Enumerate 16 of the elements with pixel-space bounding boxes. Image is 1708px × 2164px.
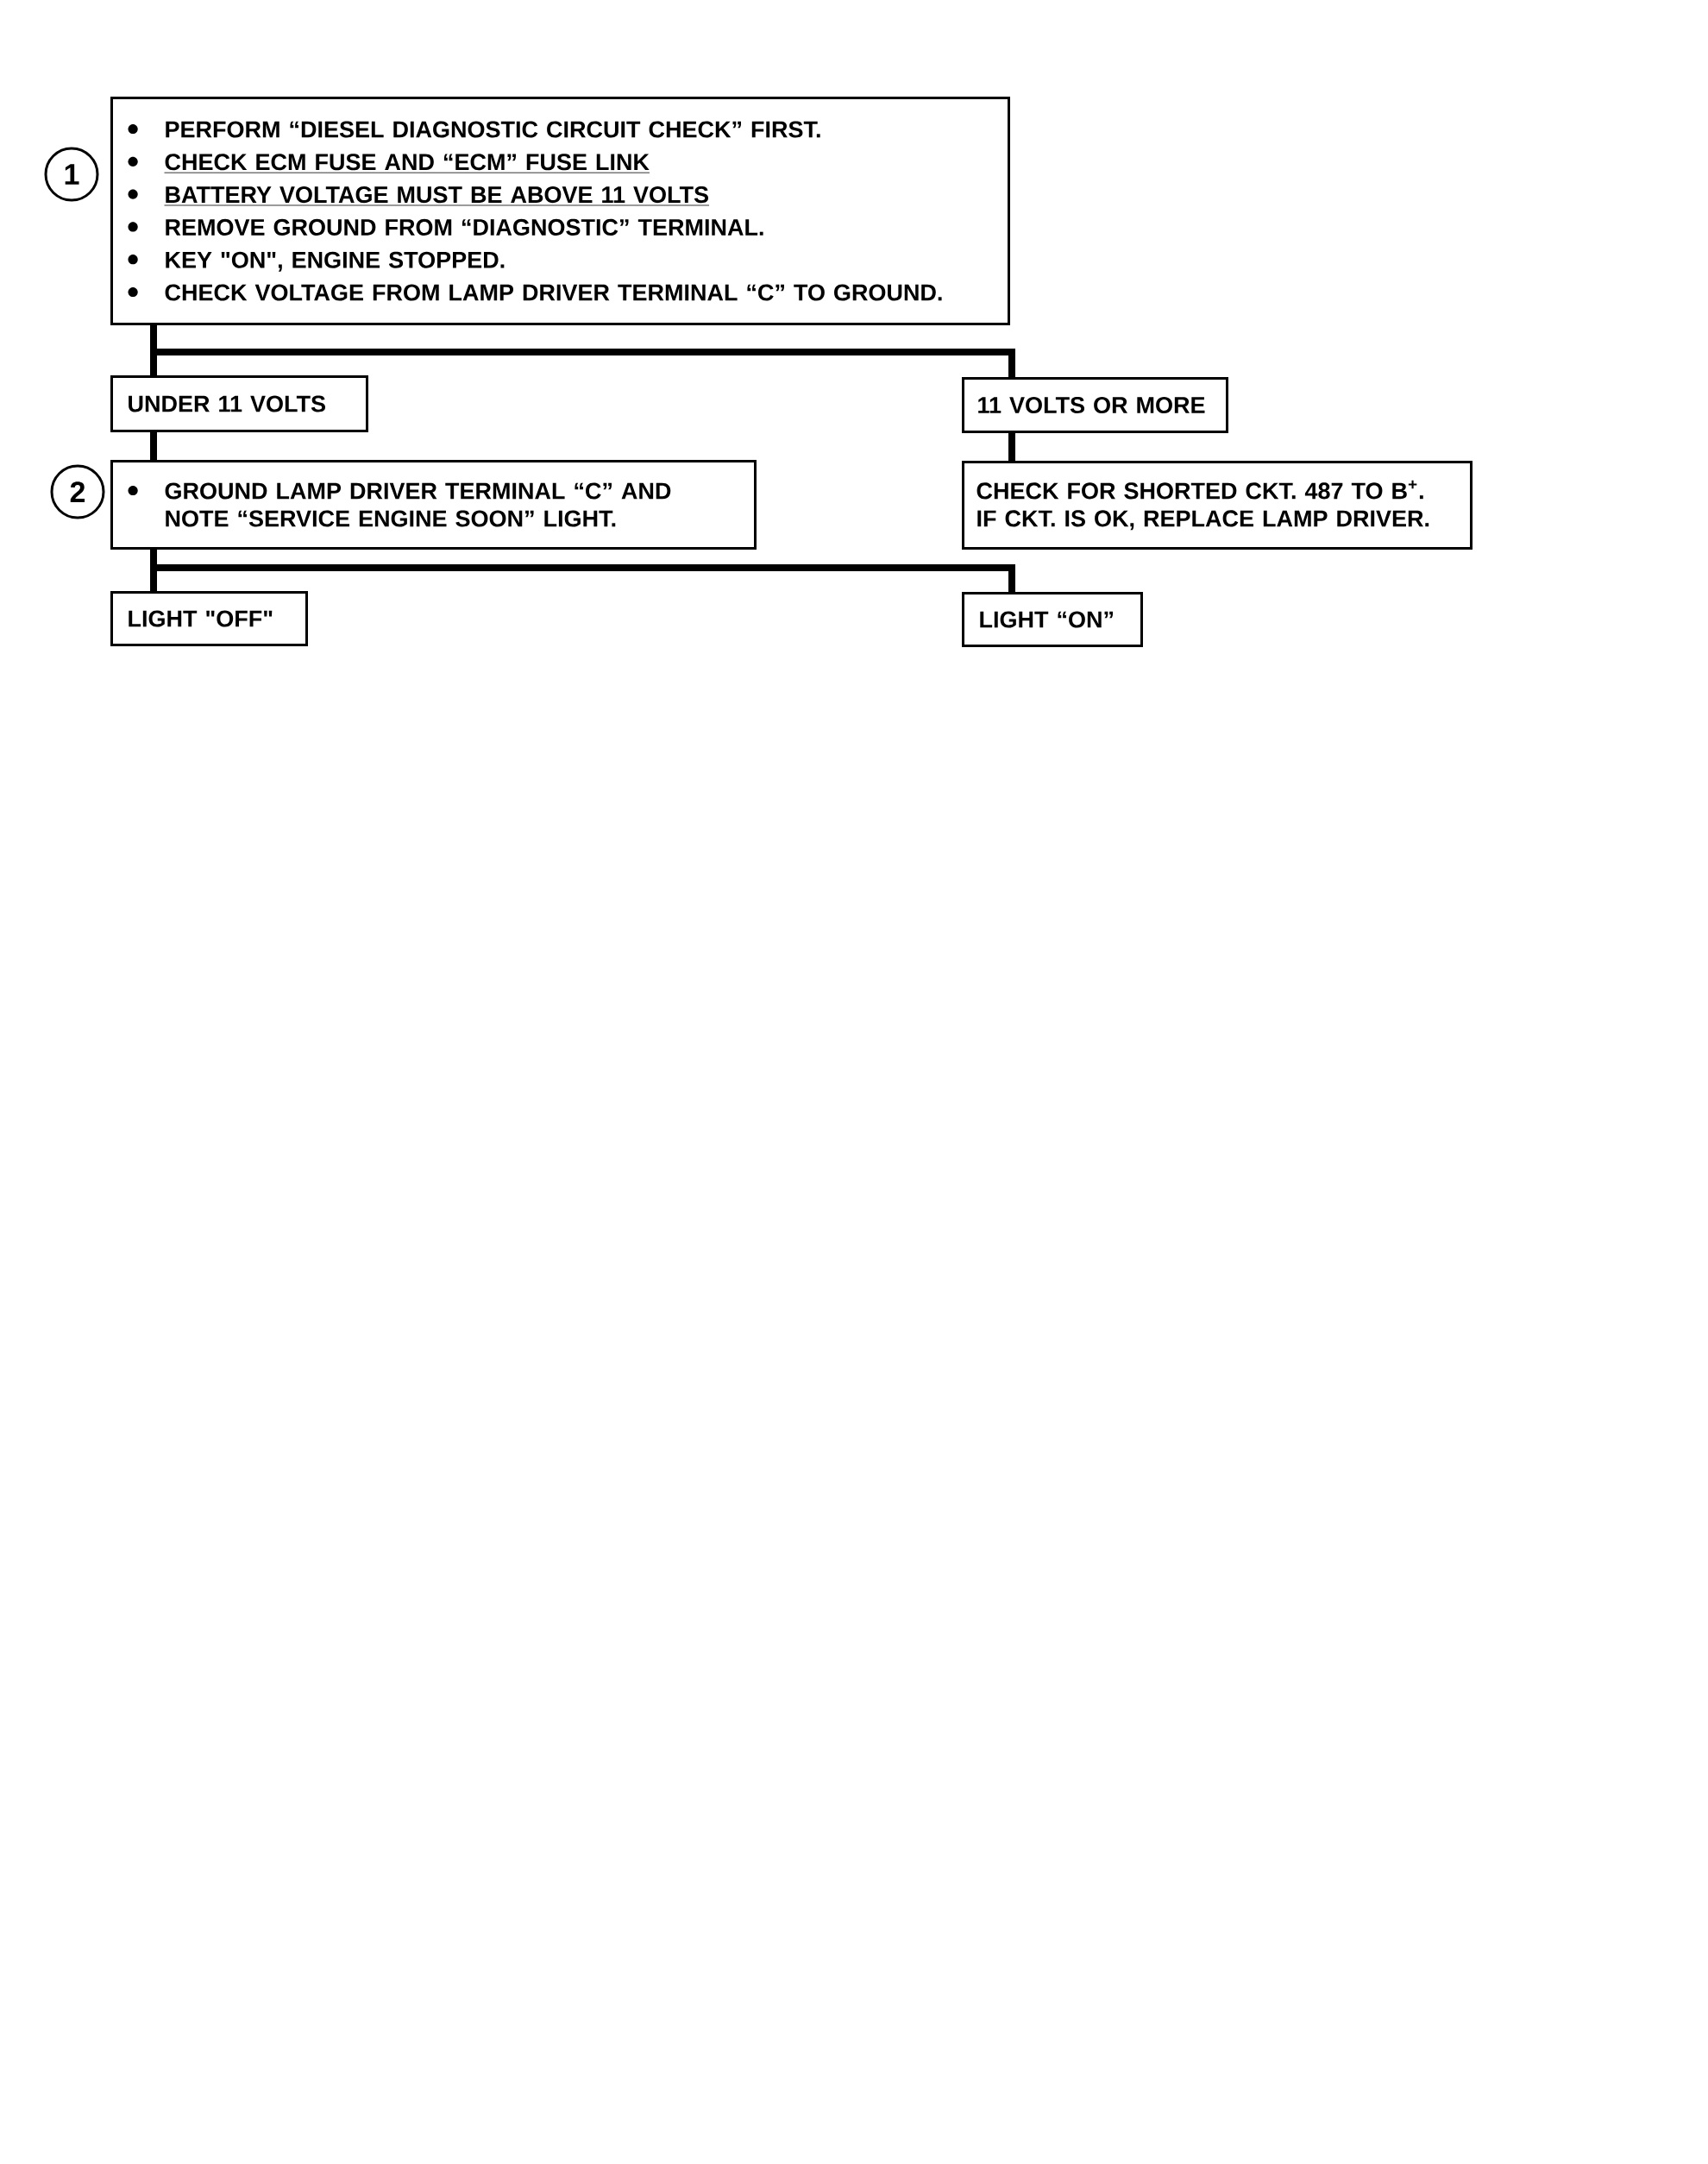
instruction-text: REMOVE GROUND FROM “DIAGNOSTIC” TERMINAL. <box>166 218 763 236</box>
instruction-text: CHECK VOLTAGE FROM LAMP DRIVER TERMINAL “C” TO GROUND. <box>165 284 942 301</box>
result-box: LIGHT “ON” <box>962 592 1143 647</box>
instruction-text: GROUND LAMP DRIVER TERMINAL “C” AND NOTE “SERVICE ENGINE SOON” LIGHT. <box>165 482 671 527</box>
instruction-text: PERFORM “DIESEL DIAGNOSTIC CIRCUIT CHECK” FIRST. <box>166 121 820 138</box>
instruction-box <box>110 97 1010 325</box>
instruction-text: BATTERY VOLTAGE MUST BE ABOVE 11 VOLTS <box>164 186 710 206</box>
condition-box: 11 VOLTS OR MORE <box>962 377 1228 433</box>
instruction-box: CHECK FOR SHORTED CKT. 487 TO B$^{+}$. IF CKT. IS OK, REPLACE LAMP DRIVER. <box>962 461 1473 550</box>
circled-number: 2 <box>50 464 105 519</box>
condition-box: UNDER 11 VOLTS <box>110 375 368 432</box>
instruction-text: KEY "ON", ENGINE STOPPED. <box>166 251 505 272</box>
instruction-text: CHECK ECM FUSE AND “ECM” FUSE LINK <box>164 154 650 173</box>
circled-number: 1 <box>44 147 99 202</box>
result-box: LIGHT "OFF" <box>110 591 308 646</box>
instruction-box <box>110 460 757 550</box>
